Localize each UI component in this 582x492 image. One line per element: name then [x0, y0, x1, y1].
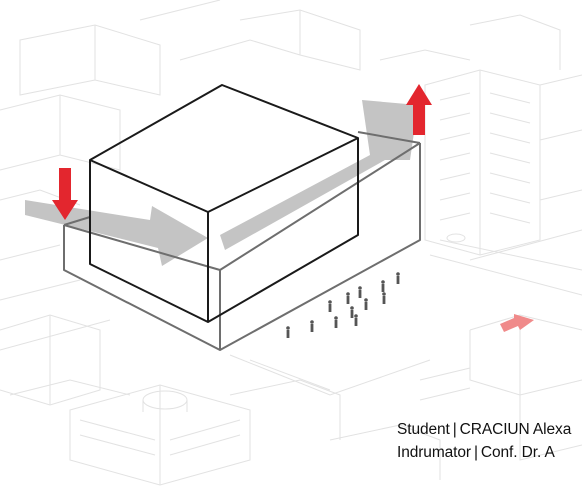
down-arrow-icon: [52, 168, 78, 220]
person-figure: [358, 286, 362, 298]
person-figure: [354, 314, 358, 326]
flow-arrow-right: [220, 100, 418, 250]
student-credit: Student|CRACIUN Alexa: [397, 421, 571, 439]
tutor-credit: Indrumator|Conf. Dr. A: [397, 444, 555, 462]
up-arrow-icon: [406, 84, 432, 135]
person-figure: [382, 292, 386, 304]
person-figure: [350, 306, 354, 318]
flow-arrow-left: [25, 200, 208, 266]
person-figure: [286, 326, 290, 338]
person-figure: [310, 320, 314, 332]
entrance-arrow-icon: [500, 314, 534, 332]
podium-volume: [63, 131, 421, 351]
tutor-role-label: Indrumator: [397, 444, 471, 461]
student-role-label: Student: [397, 421, 450, 438]
separator: |: [473, 444, 478, 461]
person-figure: [381, 280, 385, 292]
tutor-name: Conf. Dr. A: [480, 444, 555, 461]
person-figure: [328, 300, 332, 312]
people-figures: [286, 272, 400, 338]
main-mass: [89, 84, 359, 323]
person-figure: [346, 292, 350, 304]
person-figure: [364, 298, 368, 310]
separator: |: [452, 421, 457, 438]
person-figure: [396, 272, 400, 284]
student-name: CRACIUN Alexa: [459, 421, 572, 438]
flow-arrows: [25, 100, 418, 266]
person-figure: [334, 316, 338, 328]
